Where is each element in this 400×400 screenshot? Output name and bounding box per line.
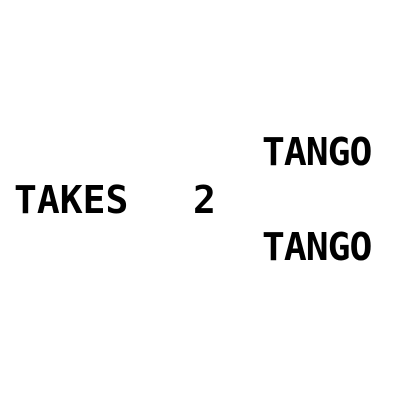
- number-two: 2: [193, 178, 216, 222]
- takes-word: TAKES: [14, 178, 129, 222]
- tango-top-word: TANGO: [262, 130, 372, 174]
- tango-bottom-word: TANGO: [262, 225, 372, 269]
